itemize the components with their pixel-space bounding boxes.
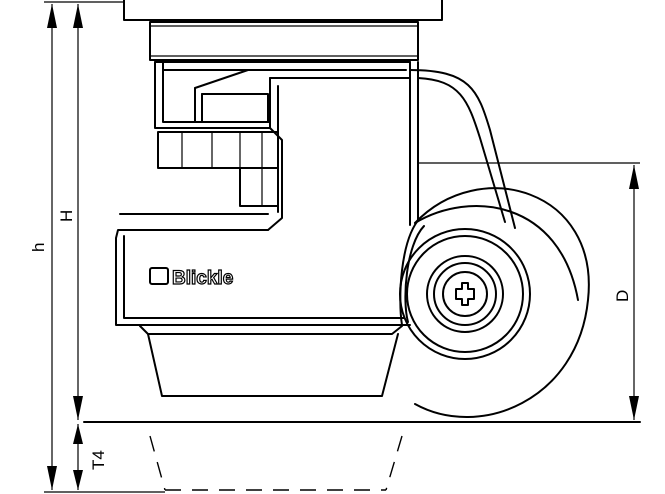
swivel-bracket: [154, 61, 411, 231]
brand-logo: Blickle: [149, 267, 234, 290]
dimension-H-label: H: [57, 210, 76, 222]
foot-travel-dashed: [149, 435, 403, 491]
levelling-foot: [139, 325, 403, 397]
top-plate: [123, 0, 443, 61]
brand-name: Blickle: [172, 268, 233, 289]
dimension-D-label: D: [613, 290, 632, 302]
dimension-T4: T4: [73, 424, 108, 490]
body-housing: [115, 61, 516, 326]
dimension-D: D: [613, 165, 639, 420]
wheel: [399, 187, 590, 418]
brand-logo-mark: [149, 267, 169, 285]
dimension-T4-label: T4: [89, 450, 108, 470]
dimension-H: H: [57, 4, 83, 420]
dimension-h: h: [29, 4, 57, 490]
dimension-h-label: h: [29, 243, 48, 252]
